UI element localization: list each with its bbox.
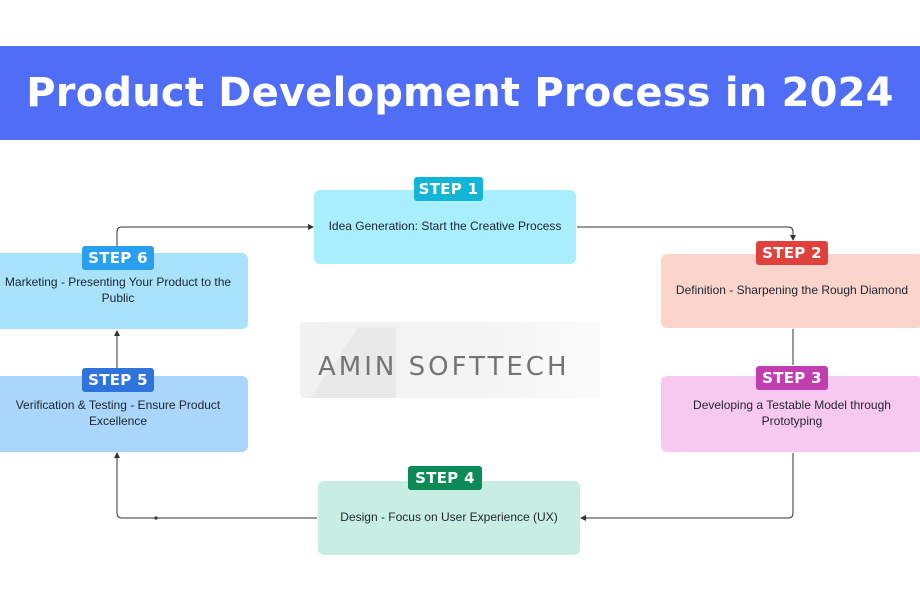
title-banner: Product Development Process in 2024 <box>0 46 920 140</box>
watermark-background <box>300 322 600 398</box>
step-4-box: Design - Focus on User Experience (UX) <box>318 481 580 555</box>
page-title: Product Development Process in 2024 <box>26 70 894 116</box>
step-6-badge: STEP 6 <box>82 246 154 270</box>
watermark-text: AMIN SOFTTECH <box>318 352 570 382</box>
step-1-box: Idea Generation: Start the Creative Proc… <box>314 190 576 264</box>
step-5-box: Verification & Testing - Ensure Product … <box>0 376 248 452</box>
step-4-text: Design - Focus on User Experience (UX) <box>340 510 558 525</box>
step-4-badge: STEP 4 <box>408 466 482 490</box>
step-3-badge: STEP 3 <box>756 366 828 390</box>
connector-1-to-2 <box>577 226 796 241</box>
step-3-text: Developing a Testable Model through Prot… <box>693 398 891 428</box>
step-1-text: Idea Generation: Start the Creative Proc… <box>328 219 562 234</box>
step-5-text: Verification & Testing - Ensure Product … <box>15 398 221 428</box>
step-6-text: Marketing - Presenting Your Product to t… <box>4 275 232 305</box>
step-1-badge: STEP 1 <box>414 177 483 201</box>
step-2-box: Definition - Sharpening the Rough Diamon… <box>661 254 920 328</box>
connector-dot <box>154 516 158 520</box>
step-6-box: Marketing - Presenting Your Product to t… <box>0 253 248 329</box>
step-2-text: Definition - Sharpening the Rough Diamon… <box>675 283 909 298</box>
step-3-box: Developing a Testable Model through Prot… <box>661 376 920 452</box>
step-2-badge: STEP 2 <box>756 241 828 265</box>
watermark-logo-icon <box>310 328 396 398</box>
connector-4-to-5 <box>114 452 317 519</box>
step-5-badge: STEP 5 <box>82 368 154 392</box>
connector-6-to-1 <box>116 224 314 246</box>
connector-3-to-4 <box>580 453 794 521</box>
